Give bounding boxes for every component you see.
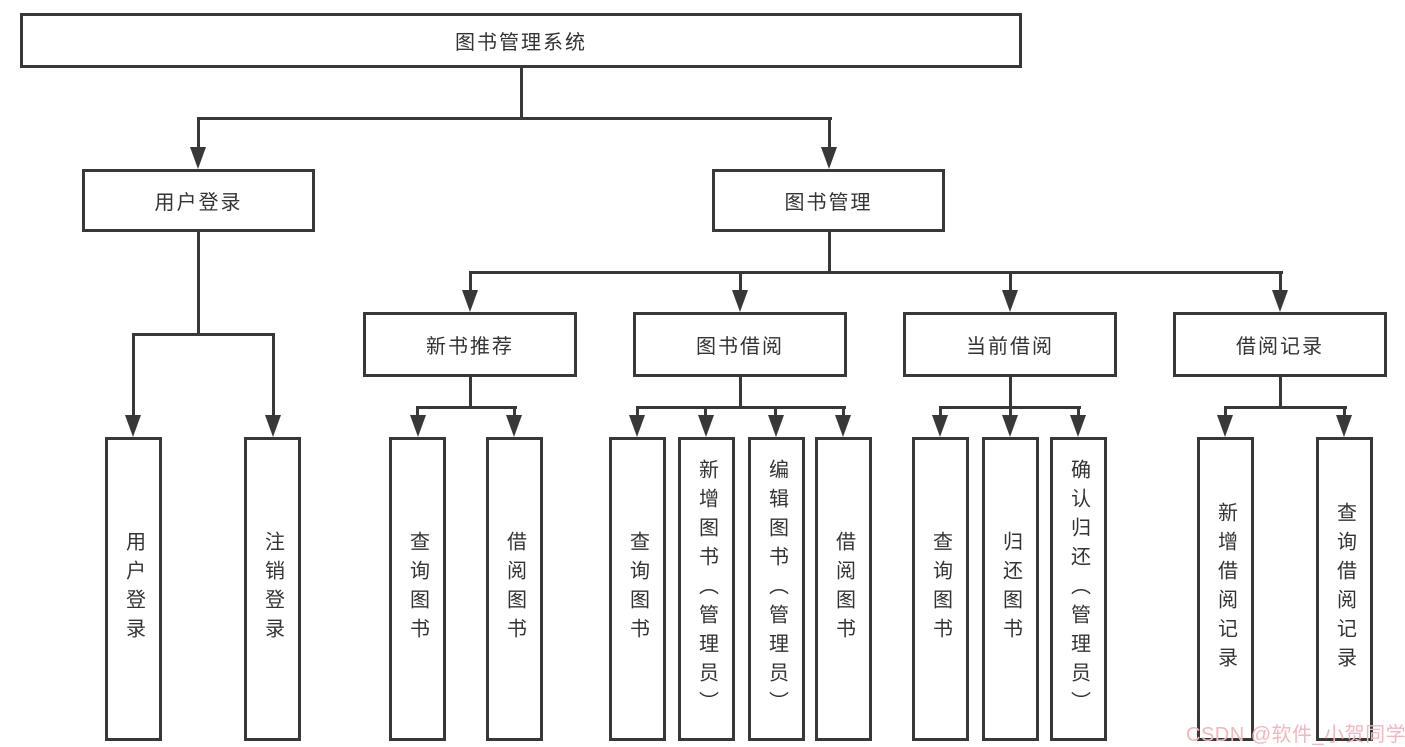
node-leaf-logout-login: 注销登录 xyxy=(244,437,301,741)
node-user-login-label: 用户登录 xyxy=(154,192,243,214)
node-leaf-user-login-label: 用户登录 xyxy=(122,531,145,647)
arrowhead-down-icon xyxy=(629,415,645,437)
connector-line xyxy=(636,406,846,409)
arrowhead-down-icon xyxy=(932,415,948,437)
connector-line xyxy=(704,406,707,416)
connector-line xyxy=(739,271,742,291)
node-leaf-return-books: 归还图书 xyxy=(982,437,1039,741)
node-leaf-return-books-label: 归还图书 xyxy=(999,531,1022,647)
connector-line xyxy=(1224,406,1347,409)
node-new-book-recommend-label: 新书推荐 xyxy=(426,336,514,358)
node-borrowing-records-label: 借阅记录 xyxy=(1236,336,1324,358)
connector-line xyxy=(416,406,517,409)
node-current-borrowing-label: 当前借阅 xyxy=(966,336,1054,358)
node-leaf-add-borrow-record-label: 新增借阅记录 xyxy=(1214,502,1237,676)
connector-line xyxy=(1009,377,1012,409)
arrowhead-down-icon xyxy=(506,415,522,437)
node-system: 图书管理系统 xyxy=(20,13,1022,68)
node-leaf-borrow-books-borrowing-label: 借阅图书 xyxy=(832,531,855,647)
node-leaf-query-books-recommend-label: 查询图书 xyxy=(406,531,429,647)
node-book-management: 图书管理 xyxy=(712,169,945,232)
connector-line xyxy=(939,406,942,416)
node-book-borrowing: 图书借阅 xyxy=(633,312,847,377)
arrowhead-down-icon xyxy=(190,147,206,169)
node-leaf-confirm-return-admin: 确认归还（管理员） xyxy=(1050,437,1107,741)
node-leaf-borrow-books-recommend-label: 借阅图书 xyxy=(503,531,526,647)
node-leaf-borrow-books-borrowing: 借阅图书 xyxy=(815,437,872,741)
connector-line xyxy=(636,406,639,416)
watermark: CSDN @软件_小贺同学 xyxy=(1186,724,1405,746)
node-borrowing-records: 借阅记录 xyxy=(1173,312,1387,377)
node-book-borrowing-label: 图书借阅 xyxy=(696,336,784,358)
node-leaf-query-borrow-record-label: 查询借阅记录 xyxy=(1333,502,1356,676)
node-leaf-query-books-borrowing-label: 查询图书 xyxy=(626,531,649,647)
node-leaf-edit-books-admin: 编辑图书（管理员） xyxy=(748,437,805,741)
node-leaf-query-books-current-label: 查询图书 xyxy=(929,531,952,647)
arrowhead-down-icon xyxy=(821,147,837,169)
node-leaf-query-books-recommend: 查询图书 xyxy=(389,437,446,741)
connector-line xyxy=(1224,406,1227,416)
connector-line xyxy=(197,232,200,336)
node-leaf-borrow-books-recommend: 借阅图书 xyxy=(486,437,543,741)
arrowhead-down-icon xyxy=(125,415,141,437)
node-system-label: 图书管理系统 xyxy=(455,32,587,54)
node-book-management-label: 图书管理 xyxy=(784,192,873,214)
arrowhead-down-icon xyxy=(265,415,281,437)
node-current-borrowing: 当前借阅 xyxy=(903,312,1117,377)
connector-line xyxy=(469,377,472,409)
connector-line xyxy=(272,333,275,415)
connector-line xyxy=(1009,271,1012,291)
connector-line xyxy=(132,333,135,415)
node-user-login: 用户登录 xyxy=(82,169,315,232)
connector-line xyxy=(828,117,831,148)
arrowhead-down-icon xyxy=(835,415,851,437)
arrowhead-down-icon xyxy=(1002,415,1018,437)
arrowhead-down-icon xyxy=(768,415,784,437)
arrowhead-down-icon xyxy=(462,290,478,312)
connector-line xyxy=(469,271,1283,274)
node-leaf-confirm-return-admin-label: 确认归还（管理员） xyxy=(1067,458,1090,720)
connector-line xyxy=(739,377,742,409)
connector-line xyxy=(132,333,275,336)
node-leaf-query-borrow-record: 查询借阅记录 xyxy=(1316,437,1373,741)
connector-line xyxy=(197,117,832,120)
connector-line xyxy=(1343,406,1346,416)
arrowhead-down-icon xyxy=(1070,415,1086,437)
connector-line xyxy=(513,406,516,416)
connector-line xyxy=(842,406,845,416)
node-leaf-add-books-admin-label: 新增图书（管理员） xyxy=(695,458,718,720)
arrowhead-down-icon xyxy=(1217,415,1233,437)
connector-line xyxy=(828,232,831,274)
arrowhead-down-icon xyxy=(1272,290,1288,312)
node-leaf-edit-books-admin-label: 编辑图书（管理员） xyxy=(765,458,788,720)
connector-line xyxy=(520,68,523,119)
connector-line xyxy=(1077,406,1080,416)
arrowhead-down-icon xyxy=(1336,415,1352,437)
connector-line xyxy=(197,117,200,148)
connector-line xyxy=(416,406,419,416)
node-new-book-recommend: 新书推荐 xyxy=(363,312,577,377)
node-leaf-user-login: 用户登录 xyxy=(105,437,162,741)
connector-line xyxy=(469,271,472,291)
arrowhead-down-icon xyxy=(698,415,714,437)
node-leaf-query-books-current: 查询图书 xyxy=(912,437,969,741)
node-leaf-logout-login-label: 注销登录 xyxy=(261,531,284,647)
connector-line xyxy=(1009,406,1012,416)
node-leaf-query-books-borrowing: 查询图书 xyxy=(609,437,666,741)
connector-line xyxy=(774,406,777,416)
node-leaf-add-borrow-record: 新增借阅记录 xyxy=(1197,437,1254,741)
connector-line xyxy=(1279,377,1282,409)
arrowhead-down-icon xyxy=(732,290,748,312)
connector-line xyxy=(1279,271,1282,291)
arrowhead-down-icon xyxy=(1002,290,1018,312)
node-leaf-add-books-admin: 新增图书（管理员） xyxy=(678,437,735,741)
arrowhead-down-icon xyxy=(410,415,426,437)
